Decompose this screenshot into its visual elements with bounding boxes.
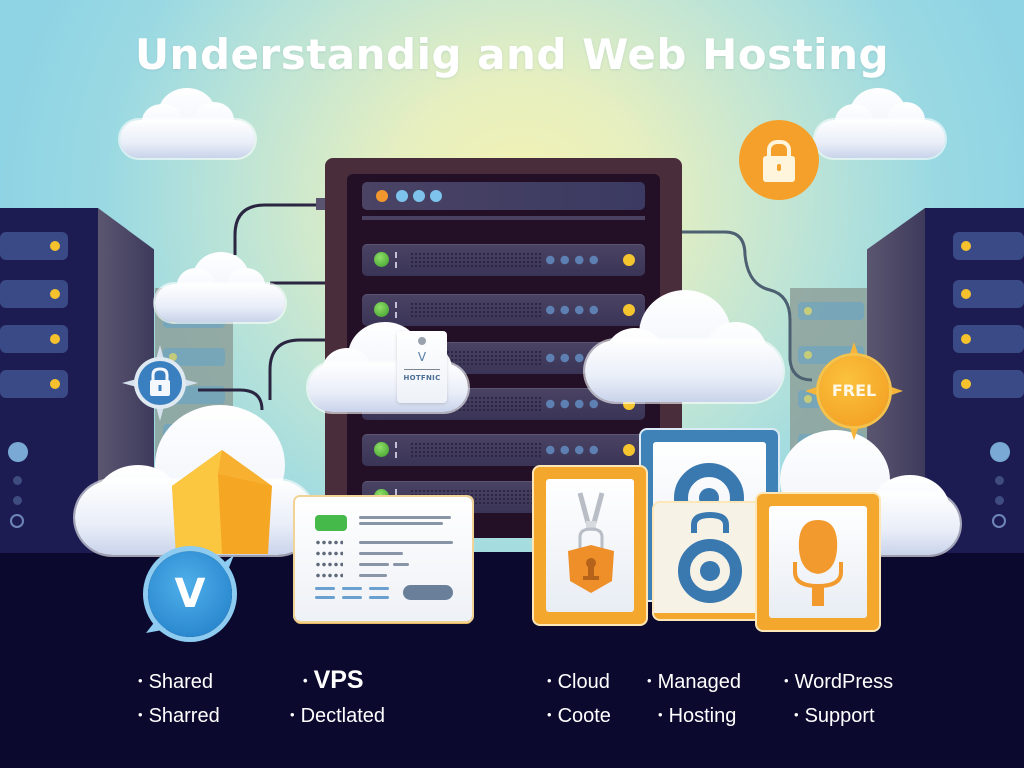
- padlock-badge: [739, 120, 819, 200]
- status-led: [961, 334, 971, 344]
- list-item-dedicated: •Dectlated: [290, 705, 386, 727]
- status-led: [961, 241, 971, 251]
- control-panel-card: [295, 497, 472, 621]
- list-item-coote: •Coote: [547, 705, 611, 727]
- power-button-icon: [992, 514, 1006, 528]
- power-indicator: [8, 442, 28, 462]
- open-padlock-icon: [678, 511, 742, 603]
- rack-unit: [362, 434, 645, 466]
- list-item-cloud: •Cloud: [547, 671, 610, 693]
- hosting-tag: V HOTFNIC: [397, 331, 447, 403]
- status-chip: [315, 515, 347, 531]
- v-badge-letter: V: [148, 551, 232, 637]
- frel-label: FREL: [819, 356, 889, 426]
- id-badge-padlock-icon: [568, 492, 614, 593]
- list-item-sharred: •Sharred: [138, 705, 220, 727]
- card-ssl: [654, 503, 766, 619]
- status-led: [961, 379, 971, 389]
- card-support: [757, 494, 879, 630]
- power-indicator: [990, 442, 1010, 462]
- status-led: [50, 379, 60, 389]
- status-led: [50, 289, 60, 299]
- status-led: [50, 241, 60, 251]
- cloud-top-right: [815, 88, 945, 158]
- rack-unit: [362, 294, 645, 326]
- panel-button: [403, 585, 453, 600]
- rack-header-unit: [362, 182, 645, 210]
- rack-unit: [362, 244, 645, 276]
- tag-label: HOTFNIC: [403, 374, 441, 382]
- compass-padlock-badge: [122, 345, 198, 421]
- cloud-top-left: [120, 88, 255, 158]
- shield-badge: [168, 450, 276, 562]
- cloud-mid-left: [155, 252, 285, 322]
- card-security: [534, 467, 646, 624]
- list-item-wordpress: •WordPress: [784, 671, 894, 693]
- microphone-icon: [793, 520, 843, 606]
- list-item-hosting: •Hosting: [658, 705, 737, 727]
- v-badge: V: [140, 545, 240, 645]
- frel-badge: FREL: [805, 342, 903, 440]
- list-item-managed: •Managed: [647, 671, 741, 693]
- status-led: [50, 334, 60, 344]
- list-item-support: •Support: [794, 705, 875, 727]
- list-item-shared: •Shared: [138, 671, 214, 693]
- tag-letter: V: [417, 350, 427, 364]
- compass-padlock-icon: [122, 345, 198, 421]
- cloud-mid-right: [585, 290, 783, 402]
- shield-icon: [172, 450, 272, 554]
- status-led: [961, 289, 971, 299]
- page-title: Understandig and Web Hosting: [134, 30, 890, 79]
- power-button-icon: [10, 514, 24, 528]
- list-item-vps: •VPS: [303, 666, 364, 694]
